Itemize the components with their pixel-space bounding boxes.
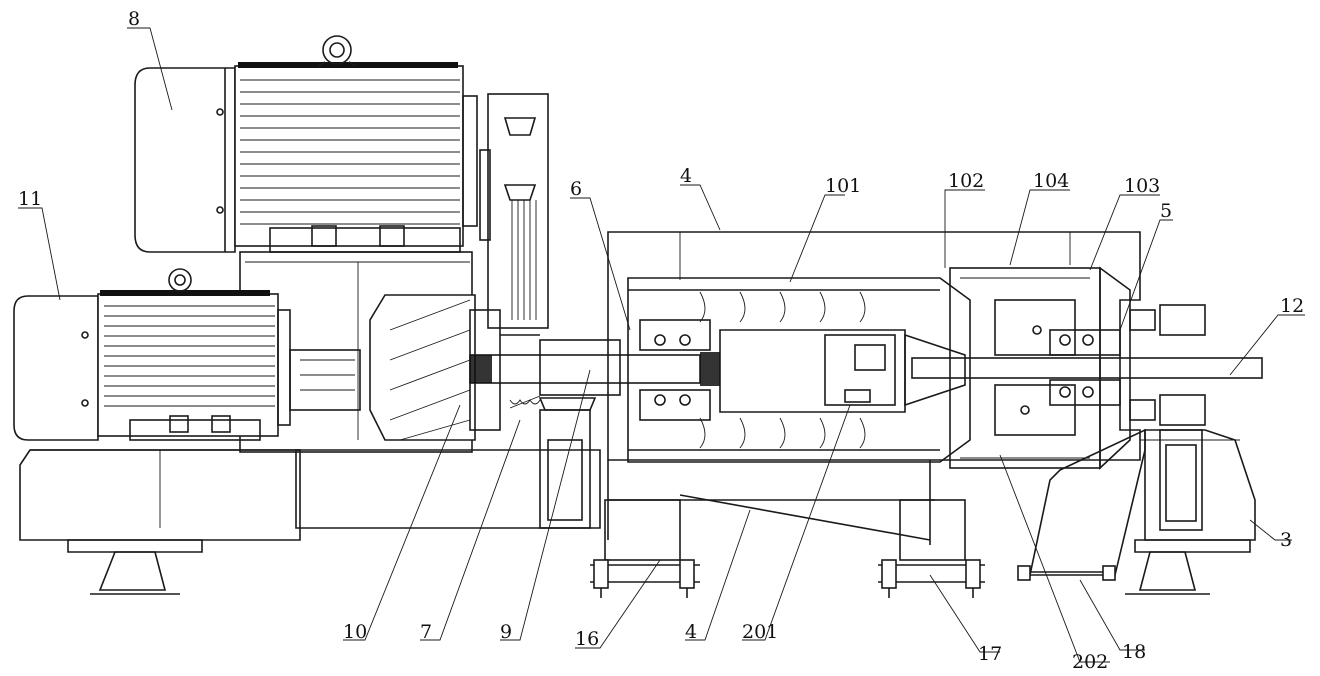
label-201: 201 bbox=[742, 621, 778, 643]
label-18: 18 bbox=[1122, 641, 1146, 663]
label-101: 101 bbox=[825, 175, 861, 197]
label-8: 8 bbox=[128, 8, 140, 30]
label-4-bottom: 4 bbox=[685, 621, 697, 643]
base-frame bbox=[20, 430, 1255, 594]
label-104: 104 bbox=[1033, 170, 1069, 192]
right-end-assembly bbox=[950, 268, 1205, 468]
label-5: 5 bbox=[1160, 200, 1172, 222]
support-18 bbox=[1018, 430, 1202, 580]
label-7: 7 bbox=[420, 621, 432, 643]
label-10: 10 bbox=[343, 621, 367, 643]
label-11: 11 bbox=[18, 188, 42, 210]
belt-drive bbox=[480, 94, 548, 335]
label-16: 16 bbox=[575, 628, 599, 650]
label-3: 3 bbox=[1280, 529, 1292, 551]
support-17 bbox=[878, 500, 985, 598]
auxiliary-motor bbox=[14, 269, 360, 440]
support-16 bbox=[540, 398, 700, 598]
label-17: 17 bbox=[978, 643, 1002, 665]
main-motor bbox=[135, 36, 477, 252]
label-102: 102 bbox=[948, 170, 984, 192]
label-12: 12 bbox=[1280, 295, 1304, 317]
label-4-top: 4 bbox=[680, 165, 692, 187]
label-103: 103 bbox=[1124, 175, 1160, 197]
label-202: 202 bbox=[1072, 651, 1108, 673]
label-6: 6 bbox=[570, 178, 582, 200]
bowl bbox=[628, 278, 970, 462]
label-9: 9 bbox=[500, 621, 512, 643]
